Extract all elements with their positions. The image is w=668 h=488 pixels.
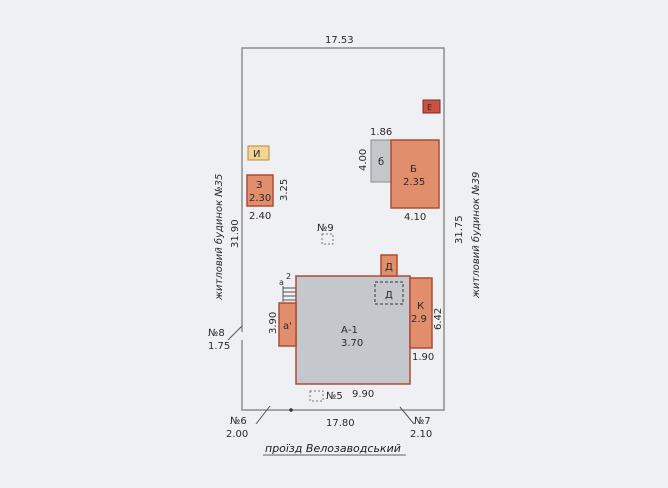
marker-no5-label: №5: [326, 391, 343, 402]
building-a1-label: А-1: [341, 325, 358, 336]
building-e: [422, 99, 441, 114]
street-label: проїзд Велозаводський: [265, 442, 401, 455]
dim-b-side: 4.00: [358, 149, 369, 171]
building-b-height: 2.35: [403, 177, 425, 188]
building-i: [247, 145, 270, 161]
marker-no8-line: [227, 325, 243, 341]
plot-boundary: [241, 47, 445, 411]
steps-a2: [282, 286, 296, 302]
building-b: [390, 139, 440, 209]
dim-top: 17.53: [325, 35, 354, 46]
marker-no7-label: №7: [414, 416, 431, 427]
building-b-label: Б: [410, 164, 417, 175]
marker-no6-label: №6: [230, 416, 247, 427]
building-b-small-label: б: [378, 157, 384, 168]
marker-no9: [321, 233, 334, 245]
marker-no6-line: [255, 405, 271, 425]
dim-right: 31.75: [454, 215, 465, 244]
building-k-label: К: [417, 301, 424, 312]
building-z: [246, 174, 274, 207]
steps-a2-sup: 2: [286, 272, 291, 281]
marker-no7-line: [399, 406, 415, 425]
building-a1-height: 3.70: [341, 338, 363, 349]
dim-k-bottom: 1.90: [412, 352, 434, 363]
building-d-top: [380, 254, 398, 277]
dim-b-width: 4.10: [404, 212, 426, 223]
right-neighbor-label: житловий будинок №39: [470, 172, 482, 299]
dim-bottom-left: 2.00: [226, 429, 248, 440]
building-k-height: 2.9: [411, 314, 427, 325]
dim-bottom: 17.80: [326, 418, 355, 429]
dim-bottom-right: 2.10: [410, 429, 432, 440]
building-a-prime: [278, 302, 297, 347]
building-z-height: 2.30: [249, 193, 271, 204]
building-i-label: И: [253, 149, 260, 160]
marker-no9-label: №9: [317, 223, 334, 234]
building-a-prime-label: а': [283, 321, 292, 332]
steps-a2-label: а: [279, 278, 284, 287]
building-d-dashed-label: Д: [385, 290, 393, 301]
gate-point: [289, 408, 293, 412]
dim-a-side: 3.90: [268, 312, 279, 334]
dim-k-side: 6.42: [433, 308, 444, 330]
left-neighbor-label: житловий будинок №35: [213, 174, 225, 301]
building-e-label: Е: [427, 103, 432, 112]
dim-a-bottom: 9.90: [352, 389, 374, 400]
dim-left: 31.90: [230, 219, 241, 248]
dim-b-top: 1.86: [370, 127, 392, 138]
building-z-label: З: [256, 180, 262, 191]
building-k: [409, 277, 433, 349]
marker-no8-label: №8: [208, 328, 225, 339]
dim-z-width: 2.40: [249, 211, 271, 222]
dim-left-notch: 1.75: [208, 341, 230, 352]
dim-z-height: 3.25: [279, 179, 290, 201]
marker-no5: [309, 390, 324, 402]
building-d-top-label: Д: [385, 262, 393, 273]
